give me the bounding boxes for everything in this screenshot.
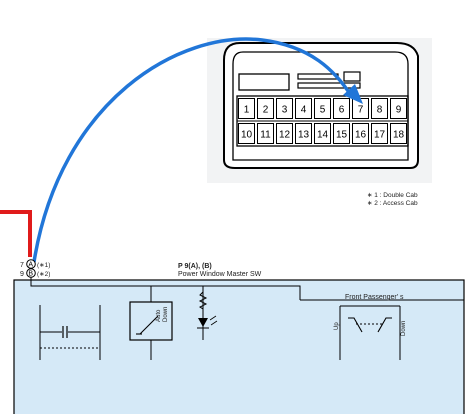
note-access-cab: ∗ 2 : Access Cab: [367, 200, 418, 207]
pin-cell-16: [352, 123, 369, 144]
part-name: Power Window Master SW: [178, 271, 262, 278]
auto-label: Auto: [156, 309, 162, 322]
connector-latch-left: [238, 73, 290, 91]
pin-label-3: 3: [282, 105, 288, 116]
note-double-cab: ∗ 1 : Double Cab: [367, 192, 418, 199]
part-code: P 9(A), (B): [178, 263, 212, 270]
pin-label-1: 1: [244, 105, 250, 116]
pin-b-letter: B: [28, 271, 33, 278]
pin-label-5: 5: [320, 105, 326, 116]
pin-cell-9: [390, 98, 407, 119]
pin-label-17: 17: [374, 130, 386, 141]
fp-up-label: Up: [334, 322, 340, 330]
connector-latch-right: [343, 71, 361, 82]
led-ray-1: [209, 315, 217, 321]
pin-cell-15: [333, 123, 350, 144]
pin-cell-2: [257, 98, 274, 119]
pin-a-letter: A: [28, 262, 33, 269]
down-label: Down: [163, 307, 169, 322]
pin-a-note: (∗1): [37, 262, 50, 269]
front-passenger-label: Front Passenger' s: [345, 294, 404, 301]
led-ray-2: [210, 320, 218, 326]
wire-pin-to-panel: [30, 277, 301, 300]
pin-label-18: 18: [393, 130, 405, 141]
connector-latch-mid2: [297, 82, 361, 89]
pin-cell-8: [371, 98, 388, 119]
pin-cell-4: [295, 98, 312, 119]
pin-cell-10: [238, 123, 255, 144]
switch-panel: [13, 279, 465, 414]
pin-cell-11: [257, 123, 274, 144]
pin-label-13: 13: [298, 130, 310, 141]
pin-label-7: 7: [358, 105, 364, 116]
pin-cell-13: [295, 123, 312, 144]
pin-b-row-number: 9: [20, 271, 24, 278]
pin-cell-6: [333, 98, 350, 119]
pin-cell-12: [276, 123, 293, 144]
pin-cell-1: [238, 98, 255, 119]
pin-label-2: 2: [263, 105, 269, 116]
pin-label-10: 10: [241, 130, 253, 141]
blue-arrow-curve: [32, 37, 354, 263]
blue-arrow-head: [343, 84, 363, 104]
pin-label-16: 16: [355, 130, 367, 141]
pin-a-row-number: 7: [20, 262, 24, 269]
pin-label-8: 8: [377, 105, 383, 116]
fp-switch-down: [377, 317, 392, 333]
pin-label-4: 4: [301, 105, 307, 116]
pin-label-15: 15: [336, 130, 348, 141]
fp-switch-up: [348, 317, 363, 333]
pin-cell-18: [390, 123, 407, 144]
resistor-zigzag: [198, 291, 208, 310]
connector-inner-outline: [232, 51, 409, 161]
auto-switch-lever: [139, 315, 159, 335]
red-wire: [0, 210, 32, 257]
pin-label-14: 14: [317, 130, 329, 141]
pin-label-12: 12: [279, 130, 291, 141]
fp-down-label: Down: [401, 321, 407, 336]
pin-cell-5: [314, 98, 331, 119]
pin-label-6: 6: [339, 105, 345, 116]
pin-cell-14: [314, 123, 331, 144]
led-symbol: [198, 318, 208, 327]
connector-latch-mid: [297, 73, 339, 80]
pin-cell-17: [371, 123, 388, 144]
pin-b-note: (∗2): [37, 271, 50, 278]
pin-cell-3: [276, 98, 293, 119]
pin-label-11: 11: [260, 130, 271, 141]
pin-label-9: 9: [396, 105, 402, 116]
